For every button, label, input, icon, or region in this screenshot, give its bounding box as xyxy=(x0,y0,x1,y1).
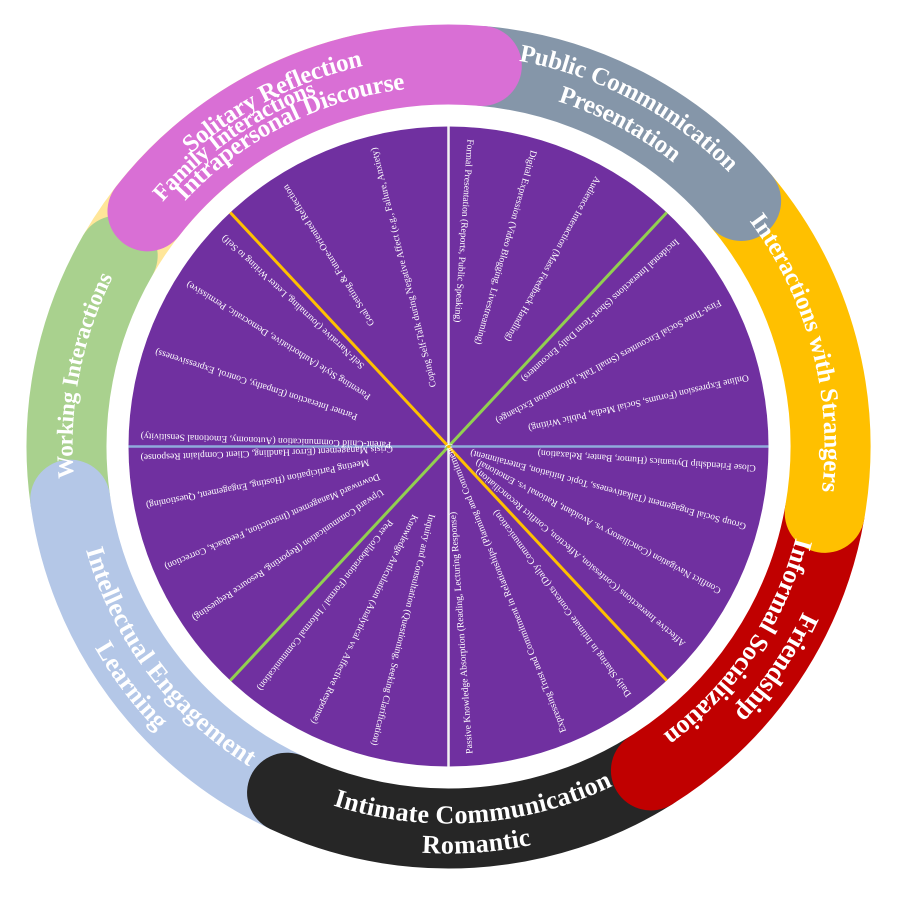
ring-segment-intimate xyxy=(247,730,691,869)
ring-segment-strangers xyxy=(701,160,871,553)
ring-segment-friendship xyxy=(610,472,865,811)
ring-segment-solitary xyxy=(107,24,522,252)
divider-lower-left xyxy=(229,445,450,682)
sector-dividers xyxy=(128,126,769,767)
divider-upper-right xyxy=(447,211,668,448)
ring-segment-learning xyxy=(30,459,328,833)
divider-upper-left xyxy=(229,211,450,448)
divider-lower-right xyxy=(447,445,668,682)
